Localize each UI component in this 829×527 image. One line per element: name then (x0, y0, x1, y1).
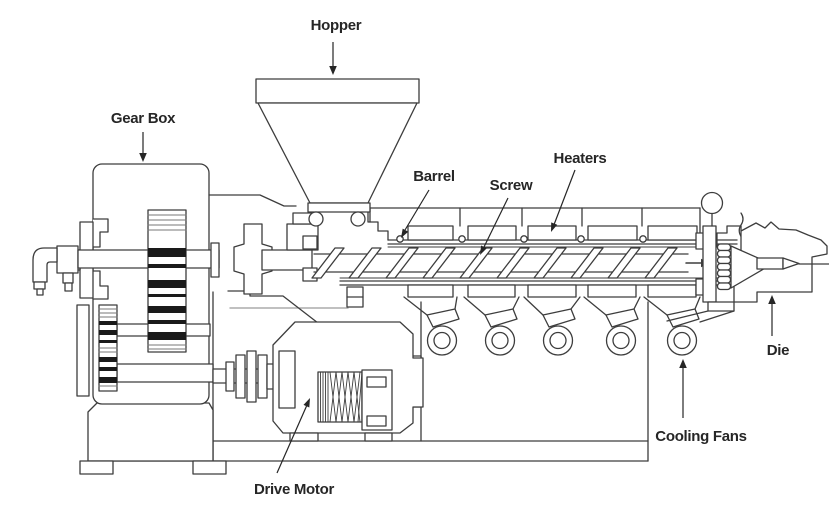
gauge-ball-icon (700, 191, 724, 215)
gearbox-pedestal (76, 304, 227, 475)
heaters-annotation: Heaters (551, 150, 607, 232)
arrow-up-icon (679, 359, 687, 368)
gear-stack-large (147, 209, 187, 353)
barrel-annotation: Barrel (401, 168, 455, 238)
arrow-icon (401, 228, 409, 238)
screw-shape (311, 247, 710, 279)
label-screw: Screw (490, 177, 533, 194)
die-annotation: Die (767, 295, 790, 359)
breaker-plate (716, 243, 732, 291)
label-drive-motor: Drive Motor (254, 481, 335, 498)
cooling-fan (643, 296, 701, 356)
label-gear-box: Gear Box (111, 110, 176, 127)
drive-motor-shape (272, 321, 424, 442)
arrow-icon (303, 398, 310, 408)
cooling-fans-shapes (403, 296, 701, 356)
cooling-fan (523, 296, 581, 356)
drive-motor-annotation: Drive Motor (254, 398, 335, 498)
motor-coupling (212, 350, 277, 403)
feed-throat (286, 212, 319, 282)
cooling-fan (583, 296, 641, 356)
label-barrel: Barrel (413, 168, 455, 185)
arrow-icon (551, 222, 558, 232)
screw-annotation: Screw (480, 177, 533, 255)
cooling-fan (403, 296, 460, 356)
label-cooling-fans: Cooling Fans (655, 428, 746, 445)
label-die: Die (767, 342, 789, 359)
arrow-down-icon (329, 66, 337, 75)
hopper-shape (255, 78, 420, 227)
annotations: Hopper Gear Box Barrel Screw Heaters Dri… (111, 17, 790, 498)
arrow-up-icon (768, 295, 776, 304)
die-shape (666, 191, 829, 323)
arrow-down-icon (139, 153, 147, 162)
cooling-fan (463, 296, 520, 356)
thrust-bearing-and-elbow (32, 218, 109, 300)
heater-bands-bottom (407, 284, 697, 298)
heater-bands-top (369, 207, 701, 243)
label-heaters: Heaters (554, 150, 607, 167)
hopper-annotation: Hopper (311, 17, 362, 75)
arrow-icon (480, 245, 487, 255)
gear-stack-small (98, 304, 118, 392)
label-hopper: Hopper (311, 17, 362, 34)
cooling-fans-annotation: Cooling Fans (655, 359, 747, 445)
gear-box-annotation: Gear Box (111, 110, 176, 162)
